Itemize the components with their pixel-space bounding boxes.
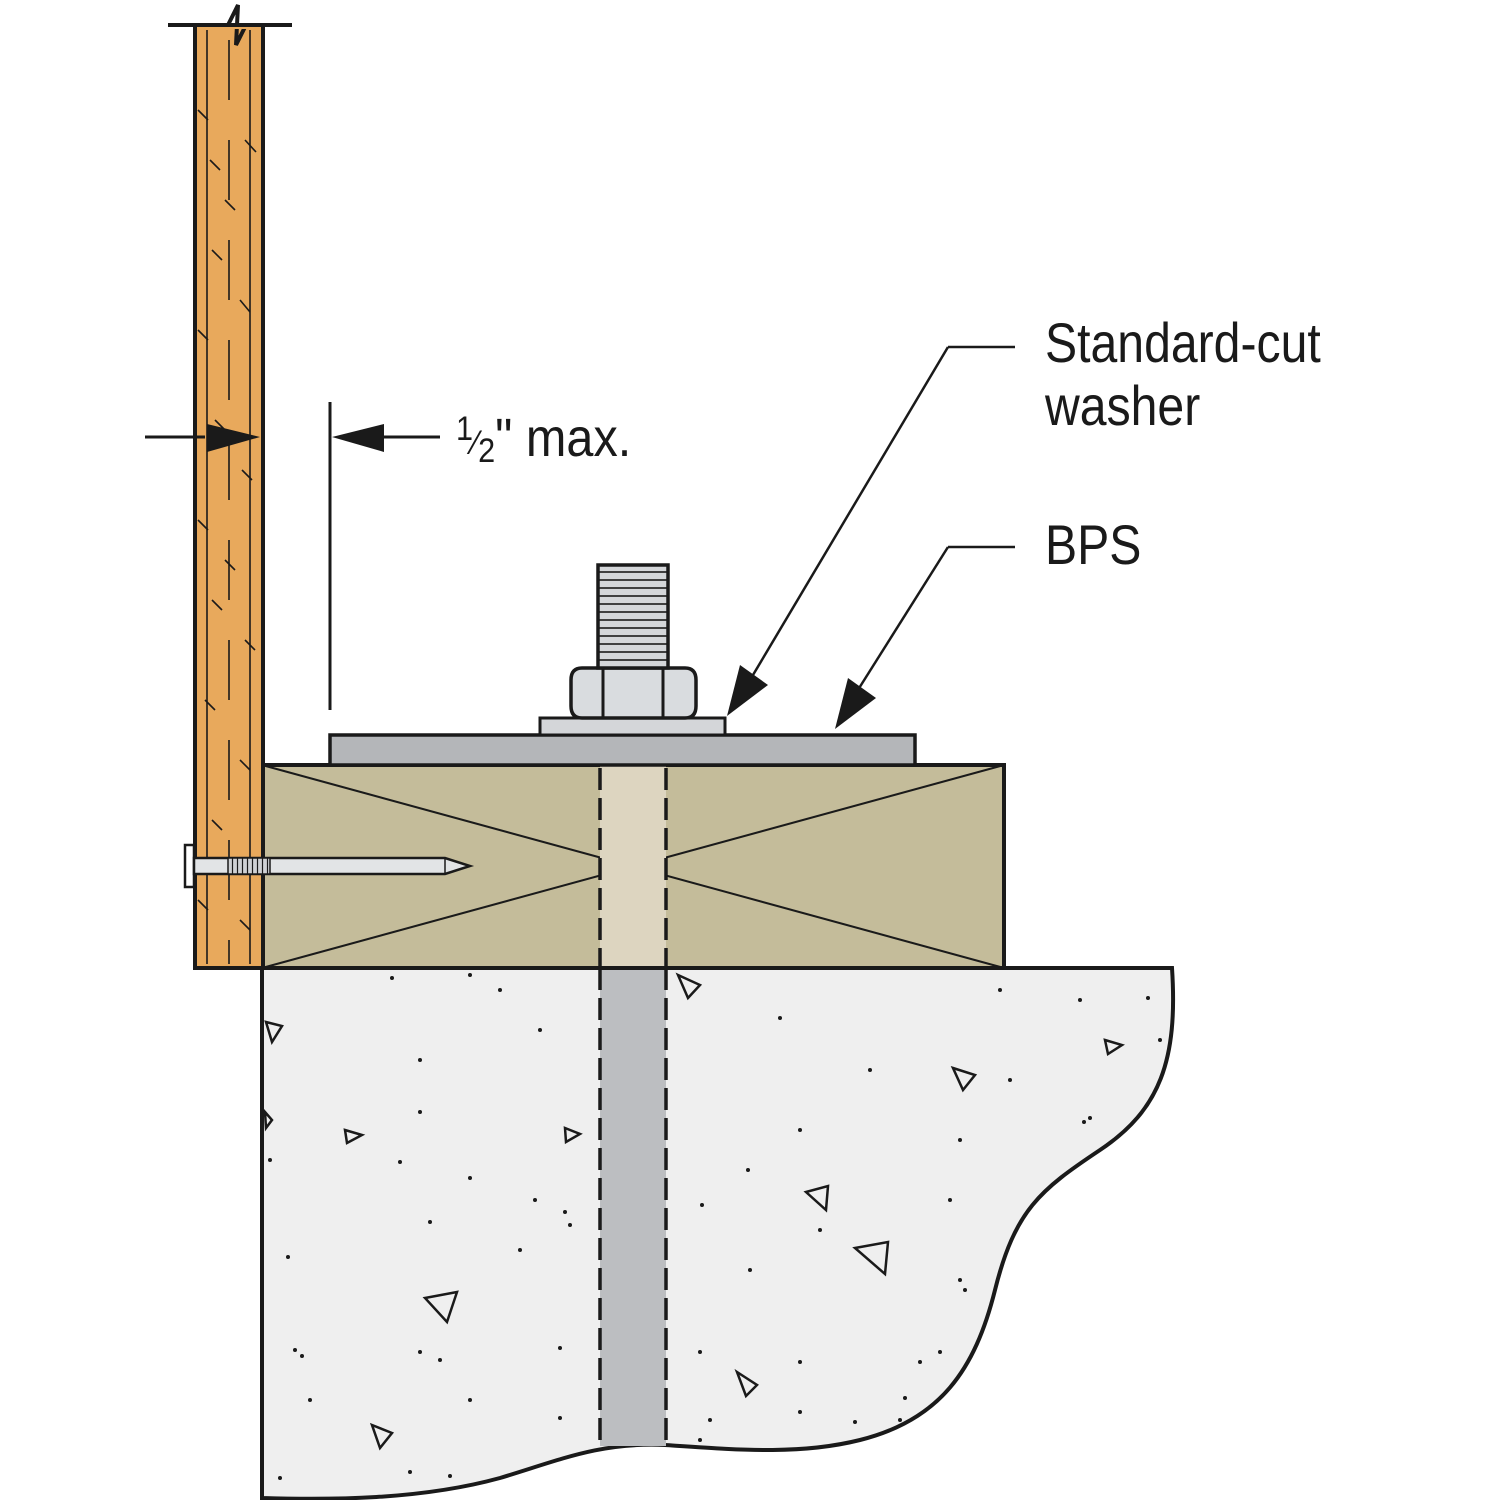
bolt-hole bbox=[600, 766, 666, 966]
dimension-fraction-slash: ⁄ bbox=[473, 424, 479, 462]
concrete-dots bbox=[268, 973, 1162, 1480]
hex-nut bbox=[569, 666, 698, 720]
bps-plate bbox=[328, 733, 917, 767]
washer-label-line1: Standard-cut bbox=[1045, 311, 1321, 374]
dimension-numerator: 1 bbox=[456, 410, 474, 448]
dimension-marker bbox=[145, 402, 440, 710]
concrete-aggregate bbox=[263, 972, 1125, 1451]
threaded-rod bbox=[596, 563, 670, 670]
bps-leader bbox=[835, 545, 1015, 729]
nail bbox=[183, 843, 475, 889]
wood-grain bbox=[197, 30, 257, 964]
anchor-rod bbox=[600, 968, 666, 1446]
concrete-foundation bbox=[260, 966, 1176, 1500]
dimension-label: 1⁄2" max. bbox=[456, 407, 632, 470]
bps-label: BPS bbox=[1045, 513, 1142, 576]
break-line bbox=[168, 4, 292, 46]
washer-leader bbox=[727, 345, 1015, 716]
washer-label-line2: washer bbox=[1045, 373, 1201, 437]
dimension-denominator: 2 bbox=[478, 432, 496, 470]
washer-callout: Standard-cut washer bbox=[1045, 311, 1321, 437]
standard-cut-washer bbox=[538, 716, 727, 737]
dimension-fraction: 1⁄2 bbox=[456, 410, 495, 470]
dimension-text: " max. bbox=[495, 408, 632, 468]
